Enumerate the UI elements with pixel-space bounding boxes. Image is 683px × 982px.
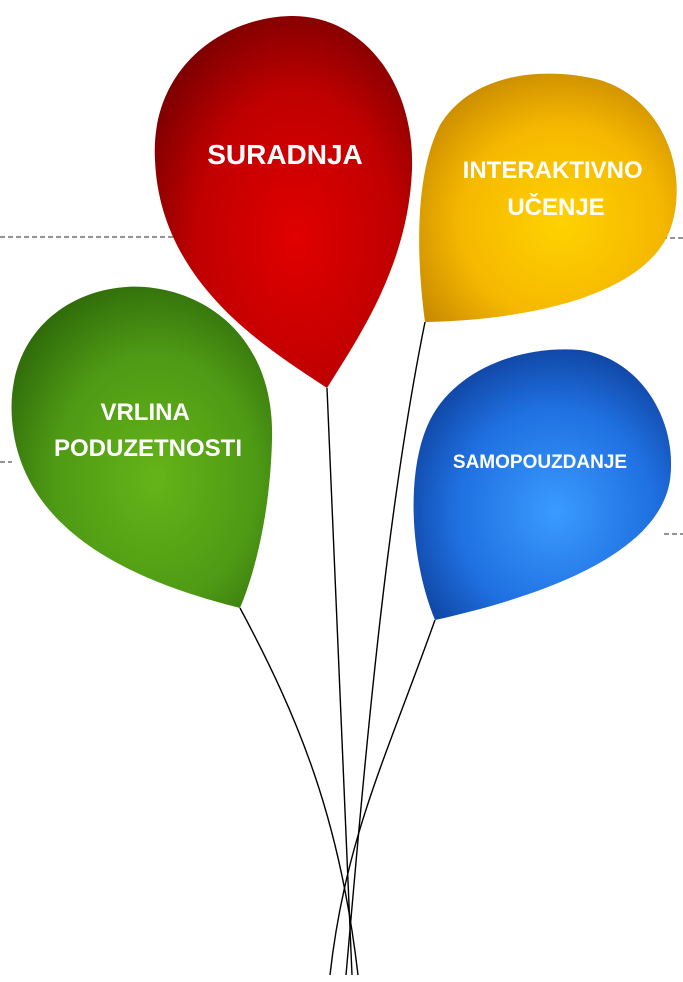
balloon-samopouzdanje: SAMOPOUZDANJE bbox=[413, 349, 672, 620]
balloon-label-vrlina: VRLINA PODUZETNOSTI bbox=[54, 399, 242, 462]
balloon-shape-green bbox=[11, 286, 273, 608]
balloon-shape-blue bbox=[413, 349, 672, 620]
balloon-suradnja: SURADNJA bbox=[154, 15, 413, 388]
balloon-label-suradnja: SURADNJA bbox=[207, 139, 363, 170]
balloon-shape-red bbox=[154, 15, 413, 388]
string-blue bbox=[329, 619, 436, 976]
balloon-label-suradnja-line-1: SURADNJA bbox=[207, 139, 363, 170]
balloon-shape-yellow bbox=[419, 73, 677, 322]
balloon-label-samopouzdanje: SAMOPOUZDANJE bbox=[453, 452, 627, 473]
balloon-label-interaktivno-line-2: UČENJE bbox=[507, 193, 604, 221]
balloon-strings bbox=[239, 321, 436, 976]
balloon-label-interaktivno-line-1: INTERAKTIVNO bbox=[463, 157, 643, 184]
balloon-vrlina-poduzetnosti: VRLINA PODUZETNOSTI bbox=[11, 286, 273, 608]
balloon-label-interaktivno: INTERAKTIVNO UČENJE bbox=[463, 157, 650, 221]
string-green bbox=[239, 607, 359, 976]
string-red bbox=[326, 387, 353, 976]
balloon-label-vrlina-line-1: VRLINA bbox=[100, 399, 189, 426]
balloon-interaktivno-ucenje: INTERAKTIVNO UČENJE bbox=[419, 73, 677, 322]
string-yellow bbox=[345, 321, 426, 976]
balloon-label-samopouzdanje-line-1: SAMOPOUZDANJE bbox=[453, 452, 627, 473]
balloon-label-vrlina-line-2: PODUZETNOSTI bbox=[54, 435, 242, 462]
